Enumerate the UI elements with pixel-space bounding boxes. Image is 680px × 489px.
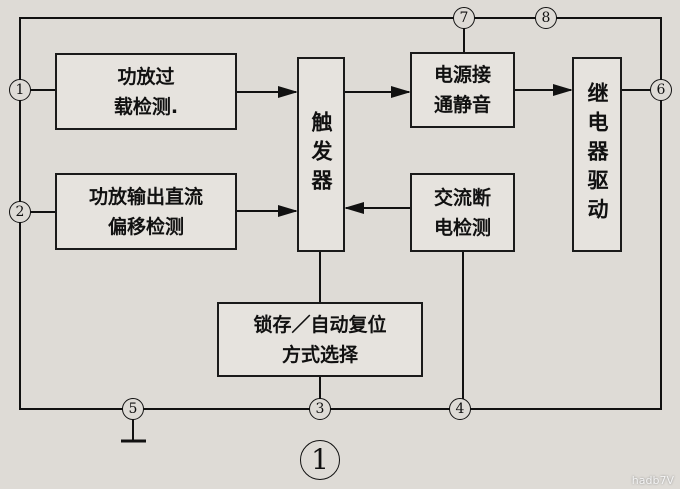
node-1: 1 [9, 79, 31, 101]
dc-offset-detect-block: 功放输出直流 偏移检测 [55, 173, 237, 250]
node-2: 2 [9, 201, 31, 223]
node-5: 5 [122, 398, 144, 420]
node-6: 6 [650, 79, 672, 101]
figure-number: 1 [300, 440, 340, 480]
node-3: 3 [309, 398, 331, 420]
latch-reset-select-block: 锁存／自动复位 方式选择 [217, 302, 423, 377]
ac-loss-detect-block: 交流断 电检测 [410, 173, 515, 252]
node-8: 8 [535, 7, 557, 29]
watermark: hadb7V [631, 474, 674, 487]
trigger-block: 触发器 [297, 57, 345, 252]
node-7: 7 [453, 7, 475, 29]
node-4: 4 [449, 398, 471, 420]
overload-detect-block: 功放过 载检测. [55, 53, 237, 130]
outer-loop [19, 17, 662, 410]
power-on-mute-block: 电源接 通静音 [410, 52, 515, 128]
relay-drive-block: 继电器驱动 [572, 57, 622, 252]
